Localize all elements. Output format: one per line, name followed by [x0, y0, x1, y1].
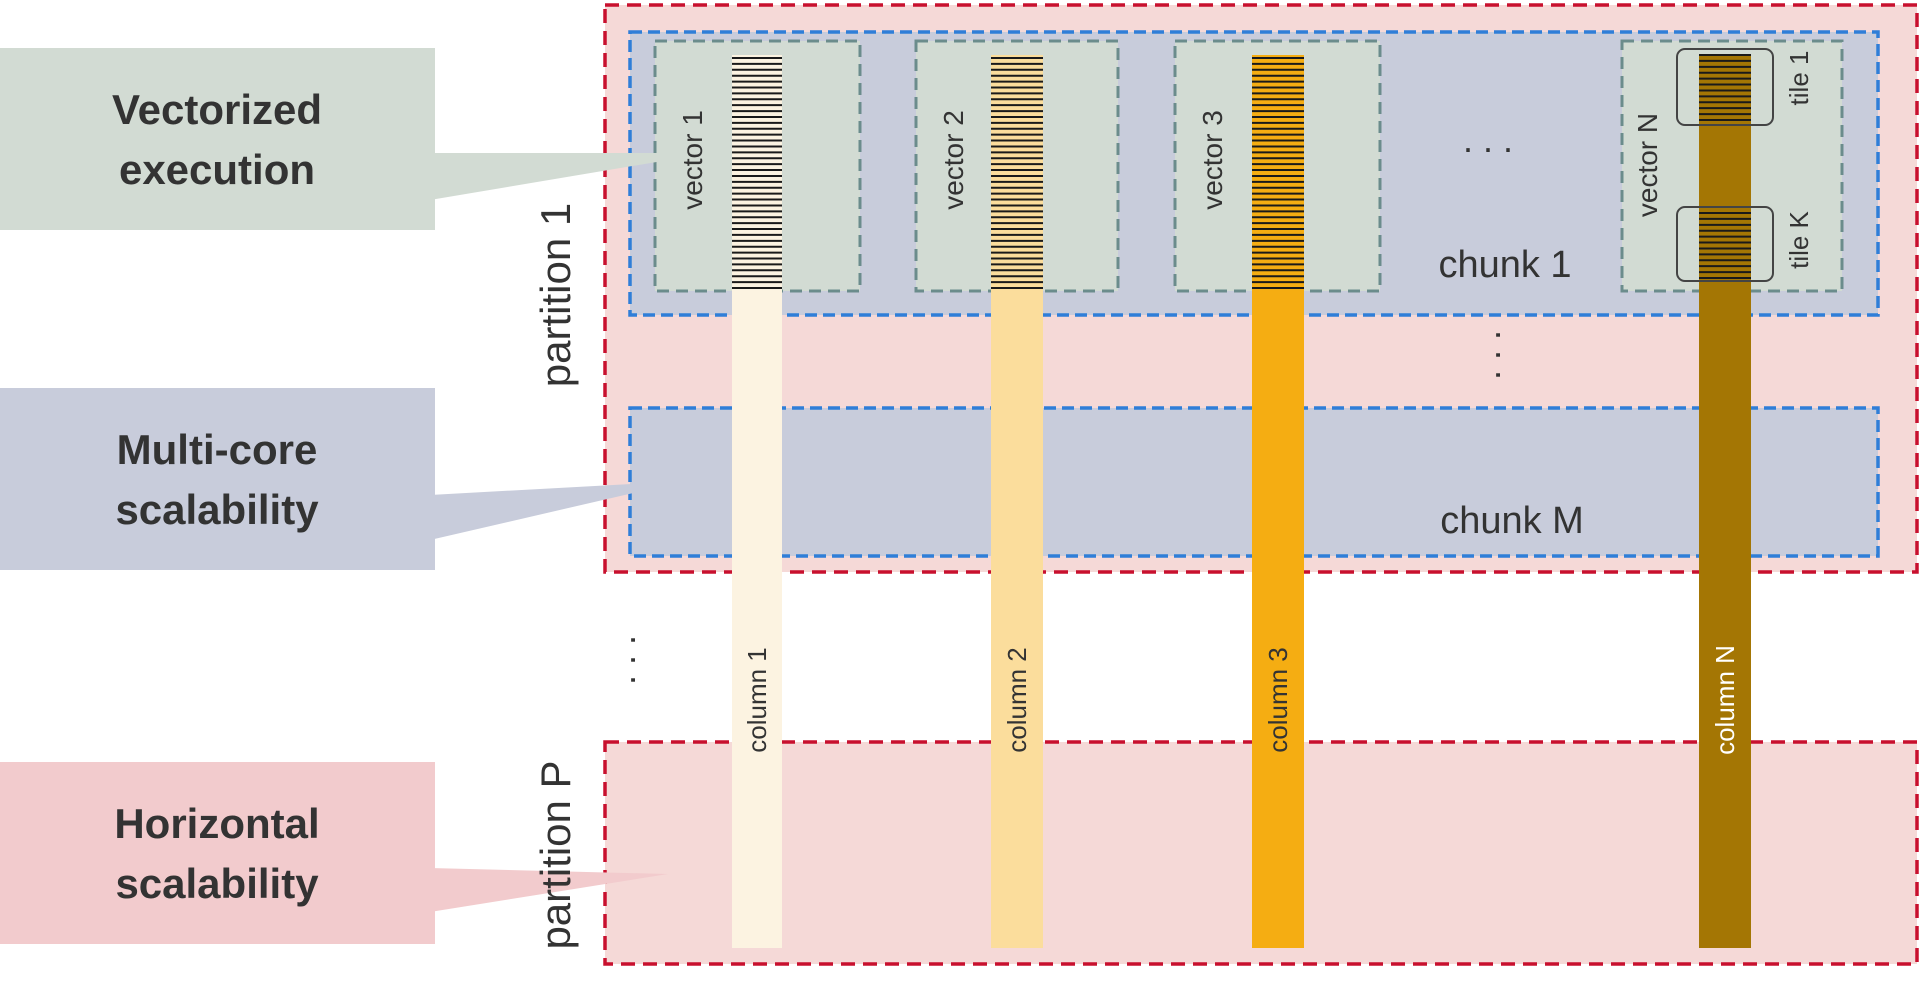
column-1-label: column 1 — [742, 647, 772, 753]
column-n-bar — [1699, 55, 1751, 948]
partition-p-label: partition P — [532, 760, 579, 949]
column-2-bar — [991, 55, 1043, 948]
column-3-bar — [1252, 55, 1304, 948]
vector-2-label: vector 2 — [938, 110, 969, 210]
callout-horizontal-box — [0, 762, 435, 944]
column-2-hatching — [991, 57, 1043, 289]
callout-horizontal-line2: scalability — [115, 860, 319, 907]
callout-horizontal-line1: Horizontal — [114, 800, 319, 847]
callout-vectorized-line2: execution — [119, 146, 315, 193]
callout-horizontal-pointer — [430, 868, 668, 912]
partition-gap-dots: . . . — [602, 635, 643, 685]
callout-multicore-box — [0, 388, 435, 570]
vector-1-label: vector 1 — [677, 110, 708, 210]
callout-vectorized-line1: Vectorized — [112, 86, 322, 133]
column-3-hatching — [1252, 57, 1304, 289]
partition-1-label: partition 1 — [532, 203, 579, 387]
column-1-hatching — [732, 57, 782, 289]
chunk-m-label: chunk M — [1440, 500, 1584, 542]
column-3-label: column 3 — [1263, 647, 1293, 753]
tile-1-label: tile 1 — [1784, 51, 1814, 106]
vector-3-label: vector 3 — [1197, 110, 1228, 210]
column-n-label: column N — [1710, 645, 1740, 755]
vector-n-label: vector N — [1632, 113, 1663, 217]
tile-k-label: tile K — [1784, 210, 1814, 268]
callout-multicore-line2: scalability — [115, 486, 319, 533]
callout-vectorized-box — [0, 48, 435, 230]
callout-vectorized-pointer — [430, 153, 710, 200]
callout-multicore-pointer — [430, 481, 685, 540]
callout-multicore-line1: Multi-core — [117, 426, 318, 473]
tile-1-box — [1676, 48, 1774, 126]
tile-k-box — [1676, 206, 1774, 282]
column-1-bar — [732, 55, 782, 948]
chunk-1-label: chunk 1 — [1438, 244, 1571, 286]
chunk-gap-dots: . . . — [1467, 330, 1508, 380]
vector-gap-dots: . . . — [1463, 119, 1513, 160]
column-2-label: column 2 — [1002, 647, 1032, 753]
column-n-hatching — [1699, 54, 1751, 279]
